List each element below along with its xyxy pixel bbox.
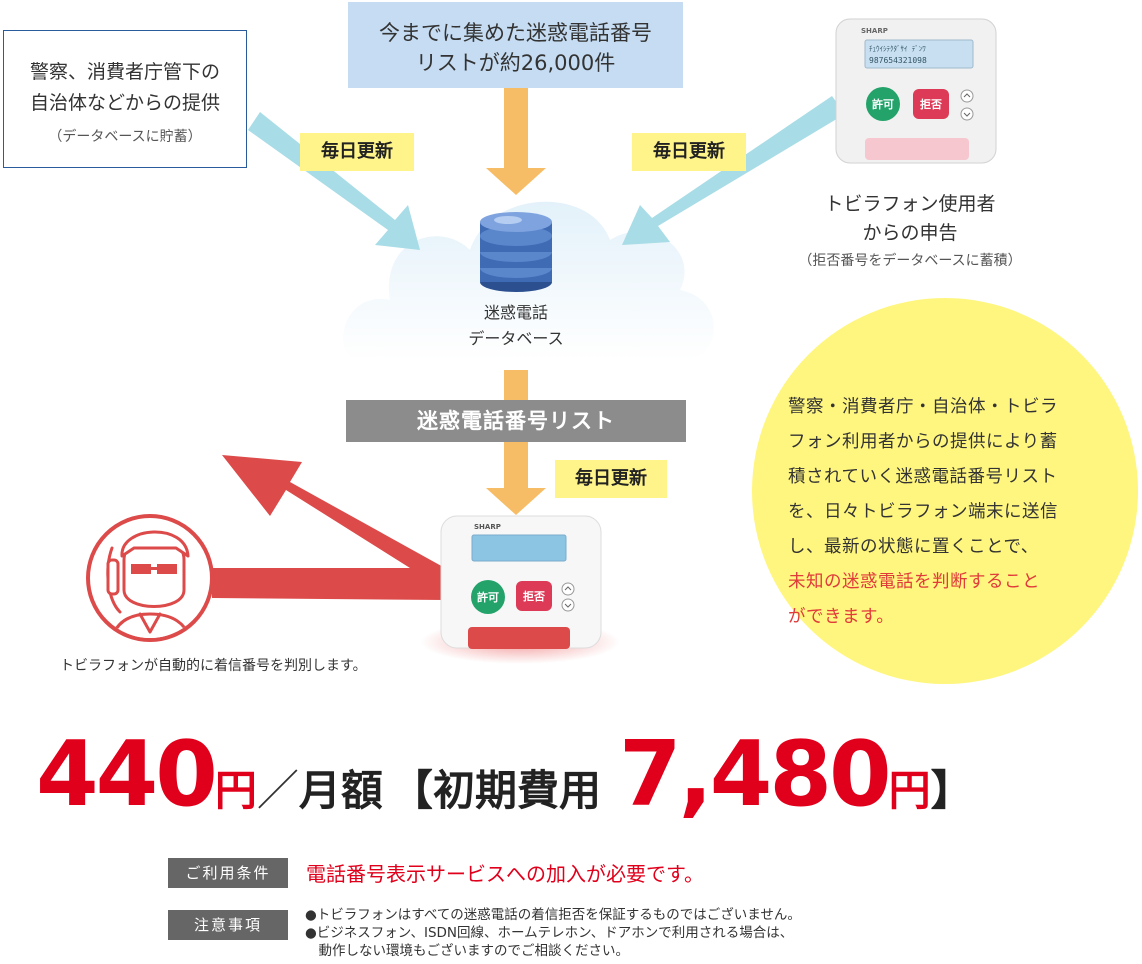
bracket-close: 】 [930,766,973,815]
arrow-bottom-orange [486,370,546,515]
device-top-brand: SHARP [861,27,888,35]
conditions-text: 電話番号表示サービスへの加入が必要です。 [306,862,704,886]
person-icon [86,514,214,642]
circle-line2: フォン利用者からの提供により蓄 [788,432,1058,452]
badge-daily-update-left: 毎日更新 [300,133,414,171]
badge-daily-update-bottom: 毎日更新 [555,460,667,498]
device-top-allow: 許可 [872,97,894,111]
authority-line1: 警察、消費者庁管下の [29,61,220,83]
user-line1: トビラフォン使用者 [824,193,996,215]
device-top: SHARP ﾁｭｳｲｼﾃｸﾀﾞｻｲ ﾃﾞﾝﾜ 987654321098 許可 拒… [835,18,997,164]
existing-list-box: 今までに集めた迷惑電話番号 リストが約26,000件 [348,2,683,88]
database-line2: データベース [468,329,564,348]
notes-text: ●トビラフォンはすべての迷惑電話の着信拒否を保証するものではございません。 ●ビ… [305,906,801,960]
device-top-screen-line2: 987654321098 [869,56,927,65]
badge-daily-update-right: 毎日更新 [632,133,746,171]
device-main: SHARP 許可 拒否 [440,515,602,649]
device-top-reject: 拒否 [920,97,942,111]
notes-label: 注意事項 [168,910,288,940]
initial-fee-label: 初期費用 [432,766,601,815]
arrow-left-blue [248,112,420,250]
monthly-price: 440 [36,722,218,827]
circle-line4: を、日々トビラフォン端末に送信 [788,502,1058,522]
device-main-allow: 許可 [477,590,499,604]
note-line1: ●トビラフォンはすべての迷惑電話の着信拒否を保証するものではございません。 [305,907,801,923]
user-line2: からの申告 [862,222,958,244]
note-line3: 動作しない環境もございますのでご相談ください。 [305,943,629,959]
list-line1: 今までに集めた迷惑電話番号 [379,21,652,45]
note-line2: ●ビジネスフォン、ISDN回線、ホームテレホン、ドアホンで利用される場合は、 [305,925,794,941]
initial-price: 7,480 [618,722,892,827]
user-note: （拒否番号をデータベースに蓄積） [798,253,1022,269]
explanation-circle [752,298,1138,684]
explanation-text: 警察・消費者庁・自治体・トビラ フォン利用者からの提供により蓄 積されていく迷惑… [788,390,1108,635]
monthly-yen: 円 [214,766,257,815]
circle-line3: 積されていく迷惑電話番号リスト [788,467,1058,487]
database-icon [480,212,552,292]
device-main-reject: 拒否 [523,589,545,603]
authority-line2: 自治体などからの提供 [29,92,220,114]
conditions-label: ご利用条件 [168,858,288,888]
list-line2: リストが約26,000件 [415,51,616,75]
user-report-text: トビラフォン使用者 からの申告 （拒否番号をデータベースに蓄積） [760,190,1060,274]
device-top-screen-line1: ﾁｭｳｲｼﾃｸﾀﾞｻｲ ﾃﾞﾝﾜ [869,45,926,53]
bracket-open: 【 [390,766,433,815]
initial-yen: 円 [888,766,931,815]
circle-line6: 未知の迷惑電話を判断すること [788,572,1040,592]
device-main-brand: SHARP [474,523,501,531]
arrow-red [212,455,445,600]
circle-line7: ができます。 [788,607,895,627]
authority-source-box: 警察、消費者庁管下の 自治体などからの提供 （データベースに貯蓄） [3,30,247,168]
price-slash: ／ [256,766,299,815]
circle-line1: 警察・消費者庁・自治体・トビラ [788,397,1058,417]
monthly-label: 月額 [298,766,383,815]
spam-list-bar: 迷惑電話番号リスト [346,400,686,442]
authority-note: （データベースに貯蓄） [48,129,202,145]
auto-detect-caption: トビラフォンが自動的に着信番号を判別します。 [60,658,367,674]
database-label: 迷惑電話 データベース [436,300,596,352]
circle-line5: し、最新の状態に置くことで、 [788,537,1039,557]
database-line1: 迷惑電話 [483,303,548,322]
arrow-top-orange [486,88,546,195]
